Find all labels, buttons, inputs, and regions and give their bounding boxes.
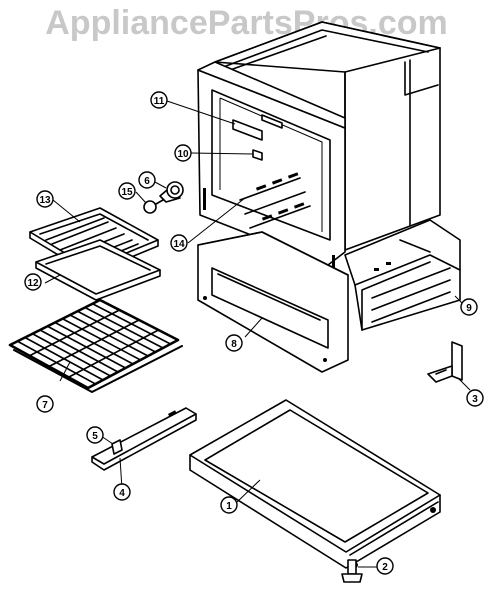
rack-wires [16, 302, 172, 385]
callout-8: 8 [225, 334, 243, 352]
svg-text:5: 5 [92, 431, 98, 442]
callout-5: 5 [86, 426, 104, 444]
side-panel [344, 219, 461, 331]
slide-rail [91, 407, 197, 471]
svg-text:4: 4 [119, 488, 125, 499]
callout-14: 14 [170, 234, 188, 252]
oven-rack [8, 298, 183, 393]
svg-text:11: 11 [154, 96, 165, 107]
svg-text:13: 13 [39, 195, 51, 206]
svg-text:14: 14 [173, 239, 185, 250]
rack-rail [67, 329, 160, 379]
callout-9: 9 [460, 298, 478, 316]
rack-slots [255, 172, 305, 221]
callout-1: 1 [220, 496, 238, 514]
callout-15: 15 [118, 182, 136, 200]
oven-cavity [197, 21, 441, 275]
light-assembly [143, 181, 184, 214]
svg-text:12: 12 [27, 278, 39, 289]
callout-4: 4 [113, 483, 131, 501]
drawer [197, 231, 349, 373]
storage-drawer [189, 399, 441, 569]
callout-11: 11 [150, 91, 168, 109]
svg-text:10: 10 [177, 149, 189, 160]
rack-rail [48, 319, 140, 368]
leader-lines [44, 100, 471, 568]
callout-6: 6 [138, 171, 156, 189]
leveling-leg [341, 559, 363, 583]
callout-2: 2 [376, 557, 394, 575]
callout-12: 12 [24, 273, 42, 291]
svg-text:3: 3 [472, 394, 478, 405]
svg-text:9: 9 [466, 303, 472, 314]
svg-text:8: 8 [231, 339, 237, 350]
rack-rail [28, 309, 121, 357]
callout-13: 13 [36, 190, 54, 208]
callout-10: 10 [174, 144, 192, 162]
svg-text:2: 2 [382, 562, 388, 573]
broiler-pan [35, 239, 161, 301]
callout-3: 3 [466, 389, 484, 407]
svg-text:6: 6 [144, 176, 150, 187]
svg-text:7: 7 [42, 400, 48, 411]
svg-text:15: 15 [121, 187, 133, 198]
callout-7: 7 [36, 395, 54, 413]
svg-text:1: 1 [226, 501, 232, 512]
bracket [427, 341, 463, 383]
